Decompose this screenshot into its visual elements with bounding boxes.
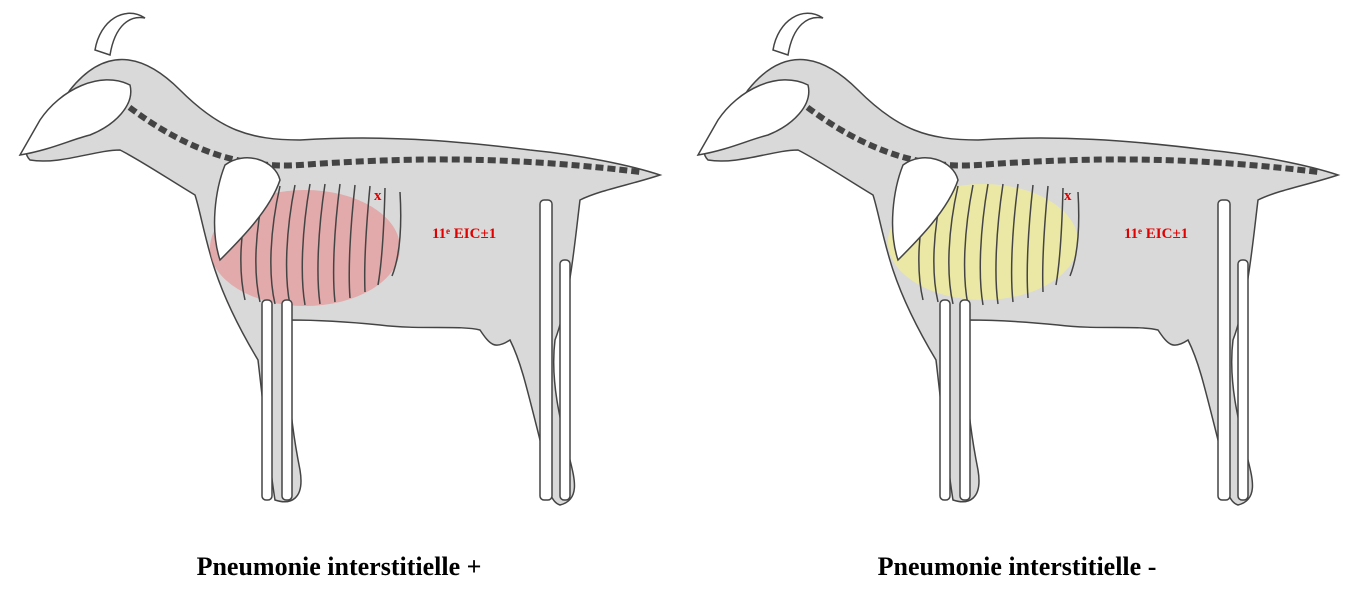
goat-skeleton-diagram: x 11ᵉ EIC±1	[0, 0, 678, 540]
horn	[95, 13, 145, 55]
intercostal-marker: x	[374, 188, 382, 204]
landmark-label: 11ᵉ EIC±1	[432, 226, 496, 242]
horn	[773, 13, 823, 55]
goat-skeleton-diagram: x 11ᵉ EIC±1	[678, 0, 1356, 540]
landmark-label: 11ᵉ EIC±1	[1124, 226, 1188, 242]
panel-caption: Pneumonie interstitielle -	[678, 552, 1356, 582]
panel-caption: Pneumonie interstitielle +	[0, 552, 678, 582]
intercostal-marker: x	[1064, 188, 1072, 204]
panel-positive: x 11ᵉ EIC±1 Pneumonie interstitielle +	[0, 0, 678, 589]
panel-negative: x 11ᵉ EIC±1 Pneumonie interstitielle -	[678, 0, 1356, 589]
